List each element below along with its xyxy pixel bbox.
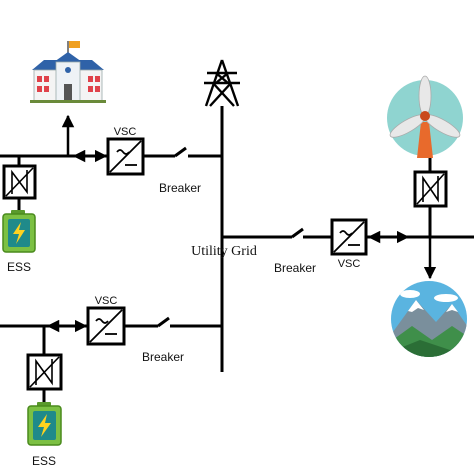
breaker-right-label: Breaker [274,261,316,275]
bottom-left-converter-icon [26,353,63,391]
vsc-right-label: VSC [338,258,361,270]
transmission-tower-icon [204,59,240,107]
breaker-bottom-label: Breaker [142,350,184,364]
ess-top-label: ESS [7,260,31,274]
wind-turbine-icon [387,75,463,158]
vsc-top-converter-icon [106,137,145,176]
vsc-bottom-converter-icon [86,306,126,346]
ess-bottom-label: ESS [32,454,56,468]
vsc-right-converter-icon [330,218,368,256]
top-arrows [61,114,108,163]
right-arrows [367,230,437,280]
utility-grid-label: Utility Grid [191,244,257,259]
vsc-bottom-label: VSC [95,295,118,307]
vsc-top-label: VSC [114,126,137,138]
top-left-converter-icon [2,164,37,200]
mountain-landscape-icon [391,281,467,357]
battery-icon [2,210,36,253]
school-building-icon [30,41,106,103]
wind-converter-icon [413,170,448,208]
breaker-top-label: Breaker [159,181,201,195]
battery-icon [27,402,62,446]
